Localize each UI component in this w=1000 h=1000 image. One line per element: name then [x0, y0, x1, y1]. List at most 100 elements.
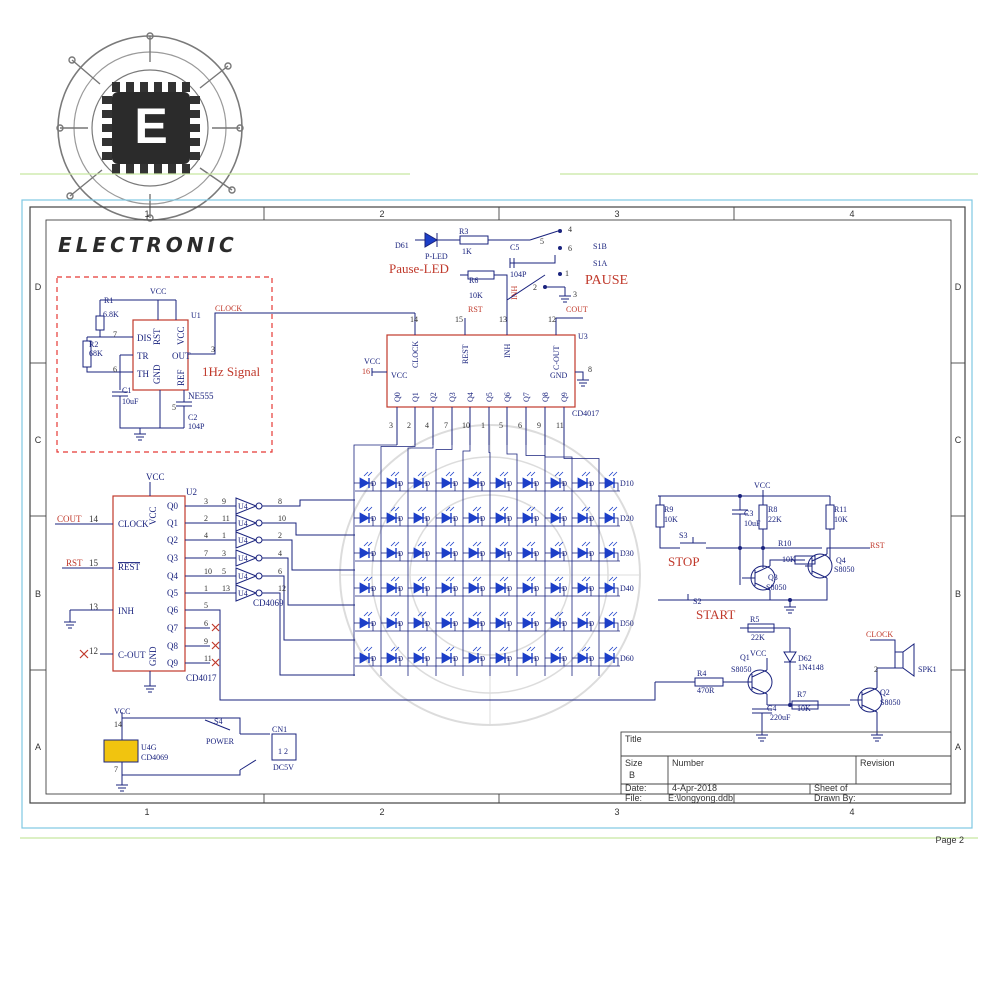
c2-val: 104P: [188, 422, 205, 431]
c2-ref: C2: [188, 413, 197, 422]
pin-num: 1: [481, 421, 485, 430]
matrix-led: D: [381, 576, 403, 596]
led-cell-prefix: D: [425, 550, 430, 558]
vcc-label: VCC: [114, 707, 130, 716]
inverter-symbol: [235, 584, 258, 602]
matrix-led: D: [572, 576, 594, 596]
c3-ref: C3: [744, 509, 753, 518]
drawn-label: Drawn By:: [814, 793, 856, 803]
pin-num: 4: [204, 531, 208, 540]
matrix-led: [599, 541, 619, 561]
matrix-led: D: [490, 506, 512, 526]
led-cell-prefix: D: [398, 550, 403, 558]
pin-num: 9: [222, 497, 226, 506]
cn1-pins: 1 2: [278, 747, 288, 756]
led-cell-prefix: D: [507, 655, 512, 663]
column-bus: [563, 445, 600, 676]
net-cout: COUT: [57, 514, 82, 524]
led-cell-prefix: D: [480, 480, 485, 488]
row-label: A: [35, 742, 41, 752]
led-cell-prefix: D: [371, 550, 376, 558]
q3-ref: Q3: [768, 573, 778, 582]
matrix-led: D: [436, 611, 458, 631]
s4-ref: S4: [214, 717, 222, 726]
led-cell-prefix: D: [453, 585, 458, 593]
led-cell-prefix: D: [425, 480, 430, 488]
u3-output-label: Q9: [560, 392, 569, 402]
matrix-led: D: [354, 471, 376, 491]
r1-ref: R1: [104, 296, 113, 305]
pin-num: 8: [588, 365, 592, 374]
u3-output-label: Q2: [429, 392, 438, 402]
pin-label: REST: [461, 344, 470, 364]
power-circuit: VCC U4G CD4069 S4 POWER CN1 1 2 DC5V 14 …: [103, 707, 297, 792]
led-row-label: D60: [620, 654, 634, 663]
pin-num: 2: [278, 531, 282, 540]
vcc-label: VCC: [754, 481, 770, 490]
u2-output-label: Q8: [167, 641, 178, 651]
matrix-led: D: [572, 541, 594, 561]
row-drive-wire: [262, 522, 355, 536]
pin-num: 11: [222, 514, 230, 523]
matrix-led: D: [436, 646, 458, 666]
u2-output-label: Q2: [167, 535, 178, 545]
pin-num: 10: [204, 567, 212, 576]
led-cell-prefix: D: [453, 550, 458, 558]
row-label: B: [955, 589, 961, 599]
inverter-label: U4: [238, 519, 248, 528]
col-label: 1: [144, 807, 149, 817]
matrix-led: D: [354, 506, 376, 526]
matrix-led: D: [545, 541, 567, 561]
matrix-led: D: [572, 646, 594, 666]
pin-label: GND: [148, 646, 158, 666]
size-value: B: [629, 770, 635, 780]
pin-num: 12: [89, 646, 98, 656]
drawing-area: [45, 219, 952, 795]
led-cell-prefix: D: [480, 655, 485, 663]
pin-label: C-OUT: [552, 345, 561, 370]
pin-label: INH: [503, 344, 512, 358]
file-value: E:\longyong.ddb: [668, 793, 733, 803]
u2-output-label: Q4: [167, 571, 178, 581]
title-label: Title: [625, 734, 642, 744]
inverter-label: U4: [238, 502, 248, 511]
pin-label: TR: [137, 351, 149, 361]
pin-num: 12: [548, 315, 556, 324]
pin-num: 13: [89, 602, 99, 612]
led-row-label: D30: [620, 549, 634, 558]
u3-output-label: Q1: [411, 392, 420, 402]
pin-num: 4: [425, 421, 429, 430]
sheet-frame: [29, 206, 966, 804]
pin-num: 10: [278, 514, 286, 523]
u2-output-label: Q7: [167, 623, 178, 633]
cn1-ref: CN1: [272, 725, 287, 734]
d61-part: P-LED: [425, 252, 448, 261]
pin-num: 7: [113, 330, 117, 339]
u3-output-label: Q8: [541, 392, 550, 402]
pin-label: VCC: [391, 371, 407, 380]
no-connect-mark: [211, 658, 220, 667]
pin-num: 14: [89, 514, 99, 524]
pin-num: 3: [204, 497, 208, 506]
u2-ref: U2: [186, 487, 197, 497]
matrix-led: D: [436, 471, 458, 491]
led-cell-prefix: D: [534, 515, 539, 523]
q1-part: S8050: [731, 665, 751, 674]
matrix-led: D: [408, 576, 430, 596]
col-label: 4: [849, 807, 854, 817]
pin-num: 5: [499, 421, 503, 430]
matrix-led: [599, 611, 619, 631]
matrix-led: D: [436, 541, 458, 561]
sw-pin: 2: [533, 283, 537, 292]
inverter-label: U4: [238, 554, 248, 563]
led-cell-prefix: D: [562, 480, 567, 488]
matrix-led: D: [463, 611, 485, 631]
matrix-led: D: [545, 471, 567, 491]
logo-letter: E: [134, 98, 167, 154]
matrix-led: D: [463, 541, 485, 561]
led-cell-prefix: D: [398, 515, 403, 523]
matrix-led: D: [381, 506, 403, 526]
u4g-ref: U4G: [141, 743, 157, 752]
